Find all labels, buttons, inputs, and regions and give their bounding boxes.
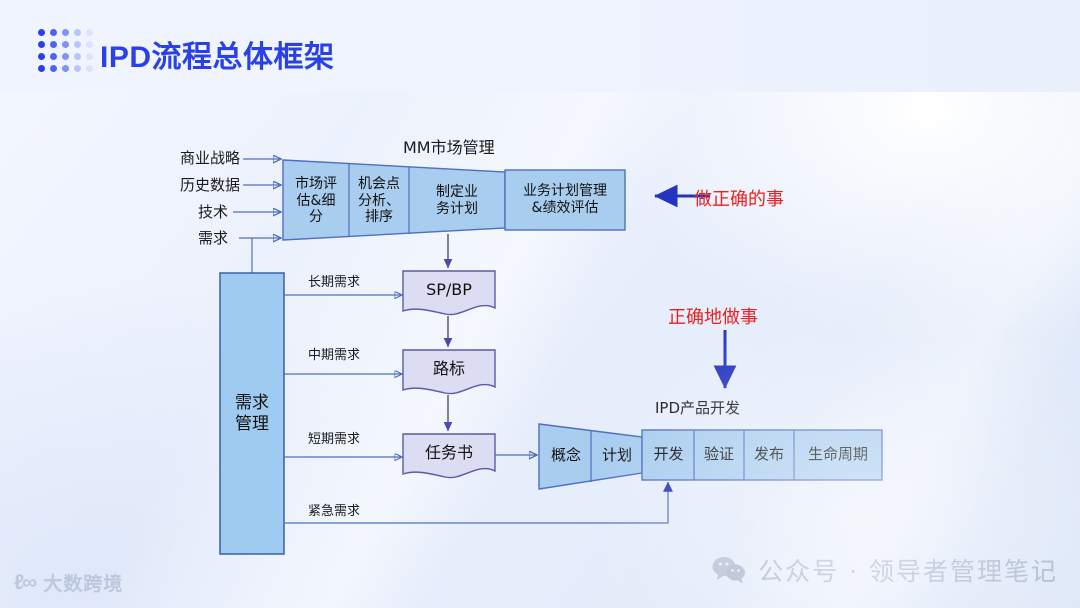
wechat-account-text: 公众号 · 领导者管理笔记 [758, 557, 1058, 586]
doc-roadmap [402, 349, 496, 395]
annotation-do-right-things: 做正确的事 [694, 189, 784, 210]
demand-management-box [219, 272, 285, 555]
slide-header: IPD流程总体框架 [0, 0, 1080, 92]
brand-name: 大数跨境 [43, 573, 124, 595]
flow-label-short-term: 短期需求 [308, 432, 361, 447]
mm-section-caption: MM市场管理 [403, 138, 495, 157]
flow-label-long-term: 长期需求 [308, 275, 361, 290]
doc-task-statement [402, 433, 496, 479]
input-label-technology: 技术 [198, 203, 229, 221]
dot-grid-icon [38, 29, 95, 74]
mm-funnel-shape [282, 159, 506, 241]
business-plan-mgmt-box [504, 169, 626, 231]
wechat-watermark: 公众号 · 领导者管理笔记 [712, 552, 1058, 588]
input-label-historical-data: 历史数据 [180, 176, 241, 194]
input-label-demand: 需求 [198, 229, 229, 247]
input-label-business-strategy: 商业战略 [180, 149, 241, 167]
flow-label-urgent: 紧急需求 [308, 504, 361, 519]
page-title: IPD流程总体框架 [100, 41, 335, 74]
brand-mark-icon: ℓ∞ [14, 570, 37, 594]
ipd-section-caption: IPD产品开发 [655, 399, 741, 417]
brand-logo: ℓ∞ 大数跨境 [14, 569, 123, 596]
ipd-stage-bar [641, 429, 883, 481]
annotation-do-things-right: 正确地做事 [668, 307, 758, 328]
doc-spbp [402, 270, 496, 316]
wechat-icon [712, 557, 746, 584]
flow-label-mid-term: 中期需求 [308, 348, 361, 363]
